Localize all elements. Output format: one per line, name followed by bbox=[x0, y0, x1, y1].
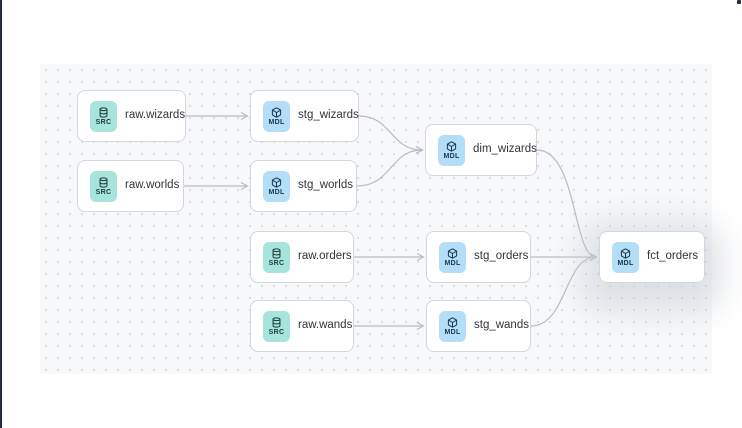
node-label: stg_orders bbox=[474, 250, 529, 263]
src-badge: SRC bbox=[90, 100, 117, 132]
mdl-badge: MDL bbox=[612, 241, 639, 273]
node-stg-orders[interactable]: MDL stg_orders bbox=[426, 231, 531, 283]
mdl-badge: MDL bbox=[439, 241, 466, 273]
node-stg-worlds[interactable]: MDL stg_worlds bbox=[250, 160, 357, 212]
database-icon bbox=[272, 316, 281, 328]
node-label: dim_wizards bbox=[473, 143, 537, 156]
node-label: fct_orders bbox=[647, 250, 699, 263]
mdl-badge: MDL bbox=[438, 134, 465, 166]
node-raw-wizards[interactable]: SRC raw.wizards bbox=[77, 90, 186, 142]
cube-icon bbox=[271, 106, 282, 118]
database-icon bbox=[99, 176, 108, 188]
node-dim-wizards[interactable]: MDL dim_wizards bbox=[425, 124, 537, 176]
badge-label: MDL bbox=[444, 328, 461, 336]
badge-label: SRC bbox=[95, 188, 112, 196]
edge-dim-wizards-to-fct-orders bbox=[536, 149, 598, 262]
cube-icon bbox=[620, 247, 631, 259]
node-label: raw.worlds bbox=[125, 179, 180, 192]
cube-icon bbox=[447, 316, 458, 328]
cube-icon bbox=[447, 247, 458, 259]
node-label: raw.orders bbox=[298, 250, 352, 263]
node-label: stg_worlds bbox=[298, 179, 353, 192]
database-icon bbox=[99, 106, 108, 118]
badge-label: MDL bbox=[443, 152, 460, 160]
badge-label: SRC bbox=[268, 259, 285, 267]
node-label: raw.wands bbox=[298, 319, 353, 332]
lineage-canvas[interactable]: SRC raw.wizards MDL stg_wizards SRC raw.… bbox=[40, 64, 712, 374]
cube-icon bbox=[446, 140, 457, 152]
src-badge: SRC bbox=[263, 241, 290, 273]
window-left-edge bbox=[0, 0, 2, 428]
node-raw-orders[interactable]: SRC raw.orders bbox=[250, 231, 354, 283]
node-fct-orders[interactable]: MDL fct_orders bbox=[599, 231, 705, 283]
mdl-badge: MDL bbox=[263, 100, 290, 132]
node-label: stg_wizards bbox=[298, 109, 359, 122]
window-corner-mark bbox=[737, 0, 741, 4]
node-label: raw.wizards bbox=[125, 109, 186, 122]
cube-icon bbox=[271, 176, 282, 188]
edge-stg-wizards-to-dim-wizards bbox=[358, 115, 424, 155]
node-label: stg_wands bbox=[474, 319, 529, 332]
badge-label: MDL bbox=[268, 188, 285, 196]
node-stg-wands[interactable]: MDL stg_wands bbox=[426, 300, 531, 352]
edge-stg-worlds-to-dim-wizards bbox=[356, 145, 424, 187]
node-stg-wizards[interactable]: MDL stg_wizards bbox=[250, 90, 359, 142]
node-raw-wands[interactable]: SRC raw.wands bbox=[250, 300, 354, 352]
src-badge: SRC bbox=[263, 310, 290, 342]
src-badge: SRC bbox=[90, 170, 117, 202]
mdl-badge: MDL bbox=[263, 170, 290, 202]
badge-label: MDL bbox=[444, 259, 461, 267]
edge-stg-wands-to-fct-orders bbox=[530, 252, 598, 327]
badge-label: MDL bbox=[617, 259, 634, 267]
badge-label: SRC bbox=[268, 328, 285, 336]
database-icon bbox=[272, 247, 281, 259]
node-raw-worlds[interactable]: SRC raw.worlds bbox=[77, 160, 184, 212]
badge-label: SRC bbox=[95, 118, 112, 126]
badge-label: MDL bbox=[268, 118, 285, 126]
mdl-badge: MDL bbox=[439, 310, 466, 342]
